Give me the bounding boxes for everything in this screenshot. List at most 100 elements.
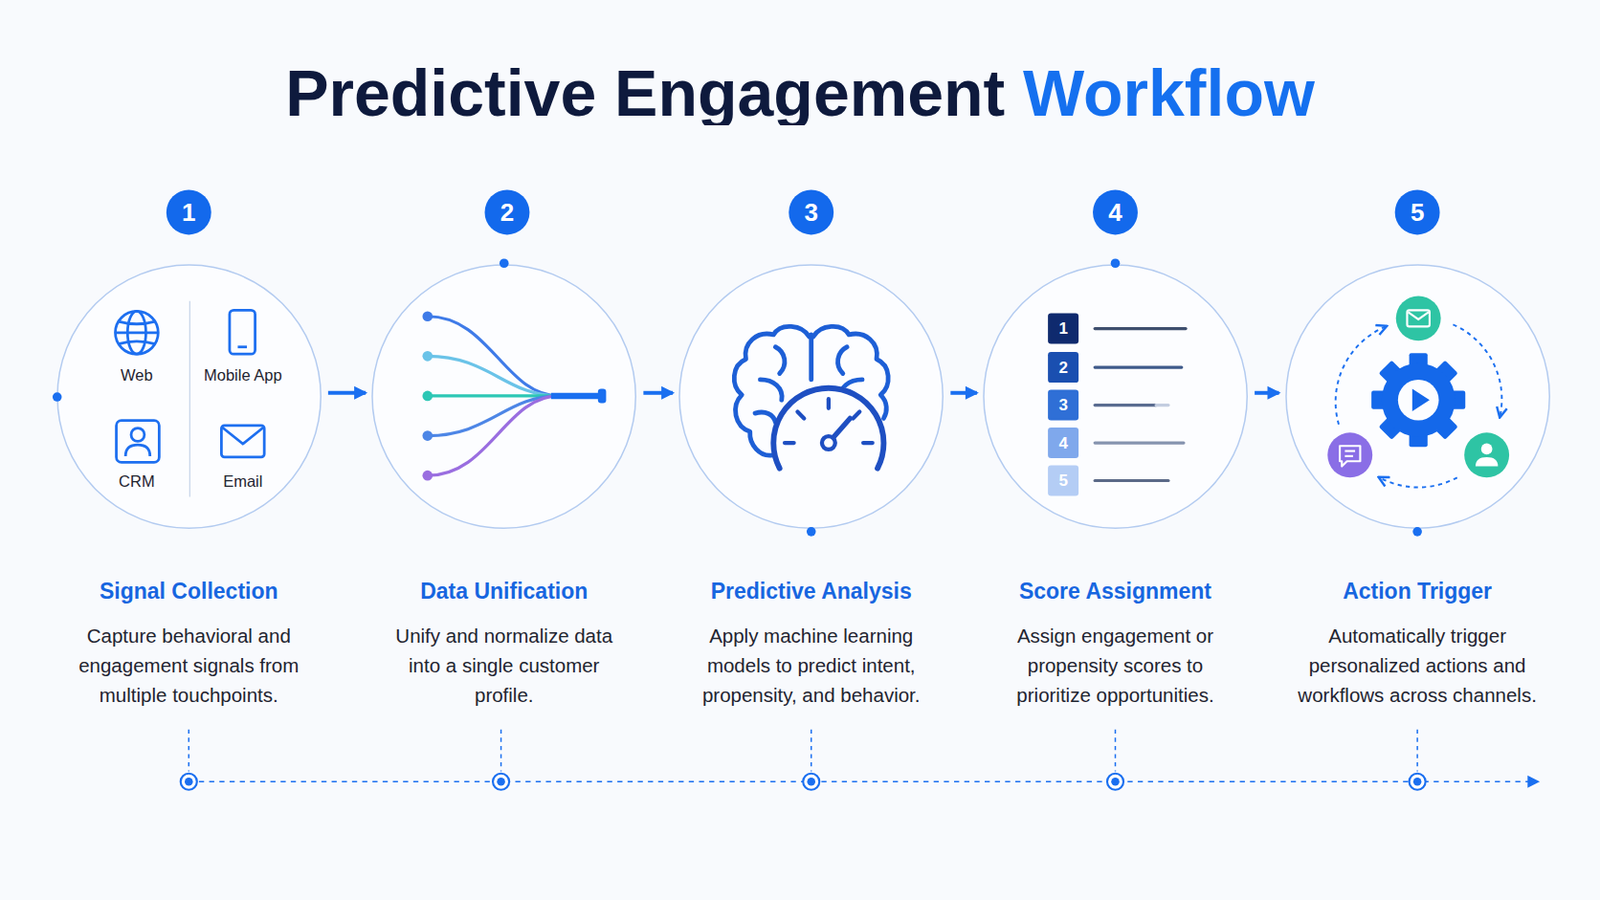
timeline-dot <box>802 774 820 791</box>
rank-square <box>1047 466 1079 497</box>
email-badge <box>1406 310 1429 327</box>
person-badge <box>1481 444 1493 456</box>
circle-outline <box>679 265 943 529</box>
play-icon <box>1412 388 1430 411</box>
brain-icon <box>755 412 776 423</box>
gear-icon <box>1371 353 1466 447</box>
cycle-arc <box>1335 324 1503 488</box>
merge-dot <box>422 311 433 322</box>
step-description: Unify and normalize data into a single c… <box>386 621 622 711</box>
gauge-tick <box>852 412 860 420</box>
rank-bar <box>1094 403 1156 407</box>
rank-square <box>1047 390 1079 422</box>
step-badge <box>485 189 531 235</box>
timeline-dot <box>806 777 816 787</box>
merge-line <box>427 355 560 397</box>
merge-dot <box>422 391 433 402</box>
merge-dot <box>422 430 433 442</box>
chat-badge <box>1327 432 1373 478</box>
diagram-title: Predictive Engagement Workflow <box>285 60 1315 126</box>
timeline-dot <box>1107 774 1124 791</box>
brain-icon <box>759 379 782 400</box>
circle-outline <box>57 265 321 529</box>
circle-outline <box>372 265 636 529</box>
contact-icon <box>125 444 151 457</box>
email-badge <box>1396 295 1442 341</box>
play-icon <box>1398 379 1440 422</box>
rank-bar <box>1094 479 1169 483</box>
timeline-dot <box>180 774 198 791</box>
gear-icon <box>1409 353 1428 370</box>
gauge-tick <box>797 412 804 420</box>
process-circle: Predictive AnalysisApply machine learnin… <box>678 264 944 530</box>
person-badge <box>1475 457 1498 467</box>
chat-badge <box>1344 455 1354 458</box>
contact-icon <box>131 428 145 443</box>
rank-bar <box>1094 327 1186 331</box>
rank-bar <box>1155 403 1169 407</box>
rim-dot <box>499 258 510 268</box>
merge-line <box>427 394 560 398</box>
step-heading: Signal Collection <box>25 577 352 606</box>
step-heading: Predictive Analysis <box>648 577 975 606</box>
circle-outline <box>1286 265 1550 529</box>
gauge-tick <box>784 441 795 445</box>
cycle-arc <box>1379 477 1458 488</box>
step-badge <box>788 189 834 235</box>
gauge-icon <box>771 385 886 500</box>
rim-dot <box>52 258 1423 536</box>
timeline-dot <box>496 777 506 787</box>
globe-icon <box>127 311 146 355</box>
step-heading: Action Trigger <box>1254 577 1580 606</box>
timeline-dot <box>184 777 194 787</box>
gauge-icon <box>773 388 884 469</box>
timeline-dot <box>1409 774 1426 791</box>
ranked-list <box>1047 313 1186 497</box>
touchpoint-icons <box>114 301 265 498</box>
process-circle: Score AssignmentAssign engagement or pro… <box>982 264 1248 530</box>
chat-badge <box>1339 445 1360 467</box>
circle-outline <box>371 264 637 530</box>
flow-arrow <box>1254 391 1279 396</box>
gauge-tick <box>784 399 873 444</box>
action-cycle <box>1327 295 1510 488</box>
merge-line <box>427 396 560 476</box>
globe-icon <box>118 321 156 325</box>
person-badge <box>1464 432 1510 478</box>
timeline <box>180 730 1540 791</box>
merge-lines <box>422 311 606 481</box>
step-badge <box>166 189 1441 235</box>
rank-square <box>1047 313 1079 345</box>
merged-bar <box>598 388 607 403</box>
step-heading: Score Assignment <box>952 577 1278 606</box>
rim-dot <box>806 527 817 537</box>
phone-icon <box>229 310 256 355</box>
brain-icon <box>813 326 889 419</box>
circle-outline <box>56 264 322 530</box>
phone-icon <box>229 310 256 355</box>
grid-divider <box>189 301 191 498</box>
flow-arrow <box>328 391 366 396</box>
rank-square <box>1047 427 1079 459</box>
step-number: 2 <box>500 200 514 225</box>
merge-line <box>427 316 560 397</box>
step-description: Assign engagement or propensity scores t… <box>998 621 1233 711</box>
circle-outline <box>1285 264 1551 530</box>
circle-outline <box>678 264 944 530</box>
brain-icon <box>838 347 848 375</box>
gear-icon <box>1433 415 1459 441</box>
gear-icon <box>1381 363 1456 438</box>
step-description: Automatically trigger personalized actio… <box>1291 621 1543 711</box>
globe-icon <box>114 311 158 355</box>
circle-outline <box>983 265 1247 529</box>
person-badge <box>1464 432 1510 478</box>
timeline-stem <box>188 730 190 773</box>
timeline-dot <box>1111 777 1120 787</box>
rank-bar <box>1094 441 1184 445</box>
rim-dot <box>52 392 63 402</box>
step-badge <box>166 189 212 235</box>
timeline-dot <box>492 774 510 791</box>
gear-icon <box>1409 430 1428 447</box>
step-description: Apply machine learning models to predict… <box>691 621 932 711</box>
timeline-stem <box>188 730 1418 773</box>
